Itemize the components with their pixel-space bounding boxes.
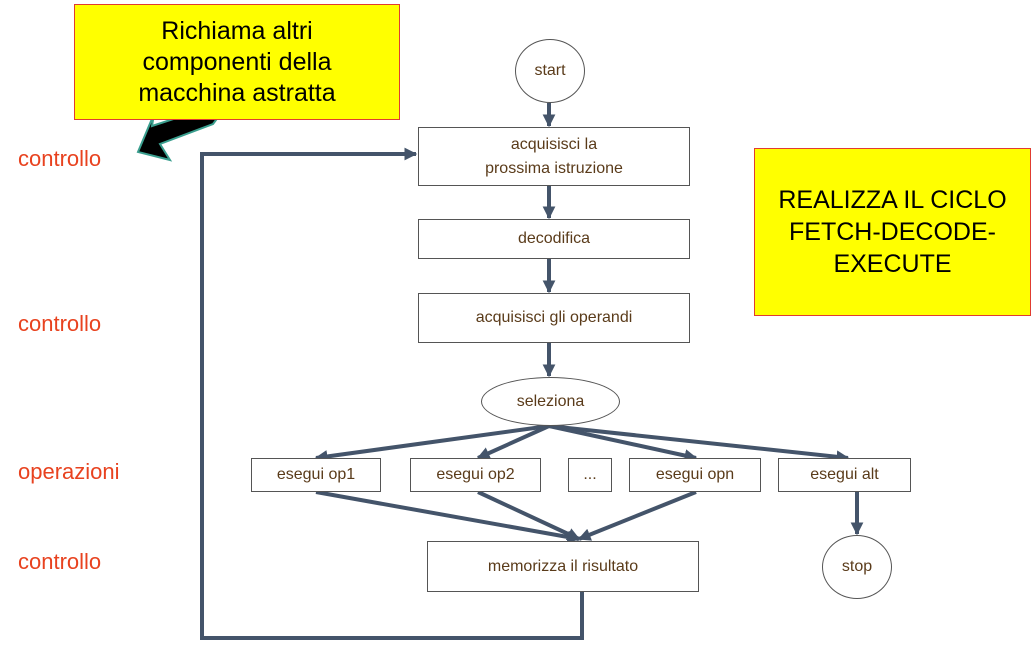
- arrow-select-opn: [548, 424, 698, 462]
- node-fetch-operands: acquisisci gli operandi: [418, 293, 690, 343]
- loop-back-connector: [200, 147, 584, 640]
- arrow-op1-store: [315, 490, 581, 544]
- callout-abstract-machine: Richiama altri componenti della macchina…: [74, 4, 400, 120]
- arrow-opn-store: [577, 490, 697, 541]
- node-exec-op1: esegui op1: [251, 458, 381, 492]
- node-select: seleziona: [481, 377, 620, 426]
- node-fetch-instruction: acquisisci la prossima istruzione: [418, 127, 690, 186]
- node-exec-op2: esegui op2: [410, 458, 541, 492]
- arrow-select-op1: [314, 424, 550, 463]
- arrow-select-alt: [548, 424, 850, 464]
- side-label-control-2: controllo: [18, 311, 102, 336]
- node-exec-opn: esegui opn: [629, 458, 761, 492]
- arrow-op2-store: [477, 490, 581, 541]
- node-ellipsis: ...: [568, 458, 612, 492]
- side-label-operations: operazioni: [18, 459, 120, 484]
- node-stop: stop: [822, 535, 892, 599]
- node-start: start: [515, 39, 585, 103]
- node-decode: decodifica: [418, 219, 690, 259]
- callout-fetch-decode-execute: REALIZZA IL CICLO FETCH-DECODE- EXECUTE: [754, 148, 1031, 316]
- node-store-result: memorizza il risultato: [427, 541, 699, 592]
- side-label-control-1: controllo: [18, 146, 102, 171]
- node-exec-alt: esegui alt: [778, 458, 911, 492]
- side-label-control-3: controllo: [18, 549, 102, 574]
- arrow-select-op2: [476, 424, 550, 460]
